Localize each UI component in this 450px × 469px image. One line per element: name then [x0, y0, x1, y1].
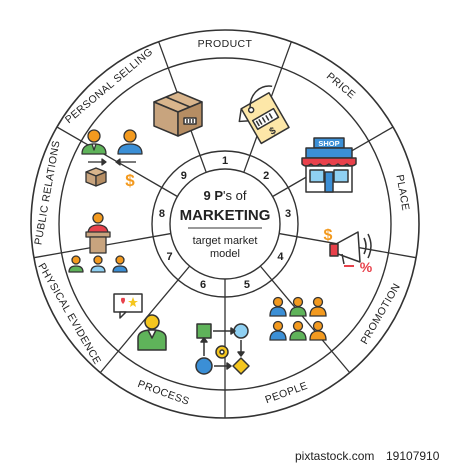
segment-divider [271, 279, 351, 374]
watermark-footer: pixtastock.com 19107910 [0, 444, 450, 469]
segment-label-product: PRODUCT [198, 38, 253, 50]
segment-number-1: 1 [222, 155, 228, 167]
inner-divider [272, 186, 289, 198]
person-head [272, 296, 284, 308]
megaphone-icon: $ % [324, 227, 373, 275]
svg-text:9 P's of: 9 P's of [204, 188, 247, 203]
sales-dollar-icon: $ [125, 171, 135, 190]
sales-exchange-icon: $ [81, 129, 143, 190]
person-head [272, 320, 284, 332]
segment-numbers: 1 2 3 4 5 6 7 8 9 [159, 155, 291, 291]
person-body [309, 330, 327, 341]
person-body [309, 306, 327, 317]
segment-divider [56, 126, 163, 189]
inner-divider [152, 232, 171, 238]
segment-divider [99, 279, 179, 374]
segment-number-7: 7 [167, 251, 173, 263]
segment-number-2: 2 [263, 170, 269, 182]
svg-text:SHOP: SHOP [318, 139, 339, 148]
inner-divider [279, 232, 298, 238]
inner-divider [199, 155, 207, 173]
svg-text:$: $ [268, 125, 279, 138]
person-body [269, 330, 287, 341]
price-tag-icon: $ [238, 85, 290, 145]
shop-icon: SHOP [301, 137, 357, 193]
segment-number-4: 4 [277, 251, 284, 263]
segment-number-3: 3 [285, 208, 291, 220]
segment-number-5: 5 [244, 279, 250, 291]
person-head [312, 320, 324, 332]
segment-number-9: 9 [181, 170, 187, 182]
flowchart-icon [195, 323, 250, 375]
person-body [289, 330, 307, 341]
center-title: 9 P's of MARKETING target market model [180, 188, 271, 260]
segment-number-6: 6 [200, 279, 206, 291]
percent-icon: % [360, 259, 373, 275]
person-head [312, 296, 324, 308]
watermark-site: pixtastock.com [295, 449, 375, 463]
inner-divider [161, 186, 178, 198]
speaker-podium-icon [68, 212, 128, 273]
center-subtitle-line2: model [210, 248, 240, 260]
person-head [292, 296, 304, 308]
inner-divider [177, 265, 191, 281]
person-head [292, 320, 304, 332]
inner-divider [243, 155, 251, 173]
segment-number-8: 8 [159, 208, 165, 220]
center-title-main: MARKETING [180, 207, 271, 224]
review-person-icon [113, 293, 167, 351]
person-body [289, 306, 307, 317]
watermark-id: 19107910 [386, 449, 440, 463]
dollar-icon: $ [324, 227, 333, 244]
center-subtitle-line1: target market [193, 235, 258, 247]
inner-divider [259, 265, 273, 281]
box-icon [153, 91, 203, 137]
person-body [269, 306, 287, 317]
people-group-icon [269, 296, 327, 341]
center-circle [169, 168, 281, 280]
